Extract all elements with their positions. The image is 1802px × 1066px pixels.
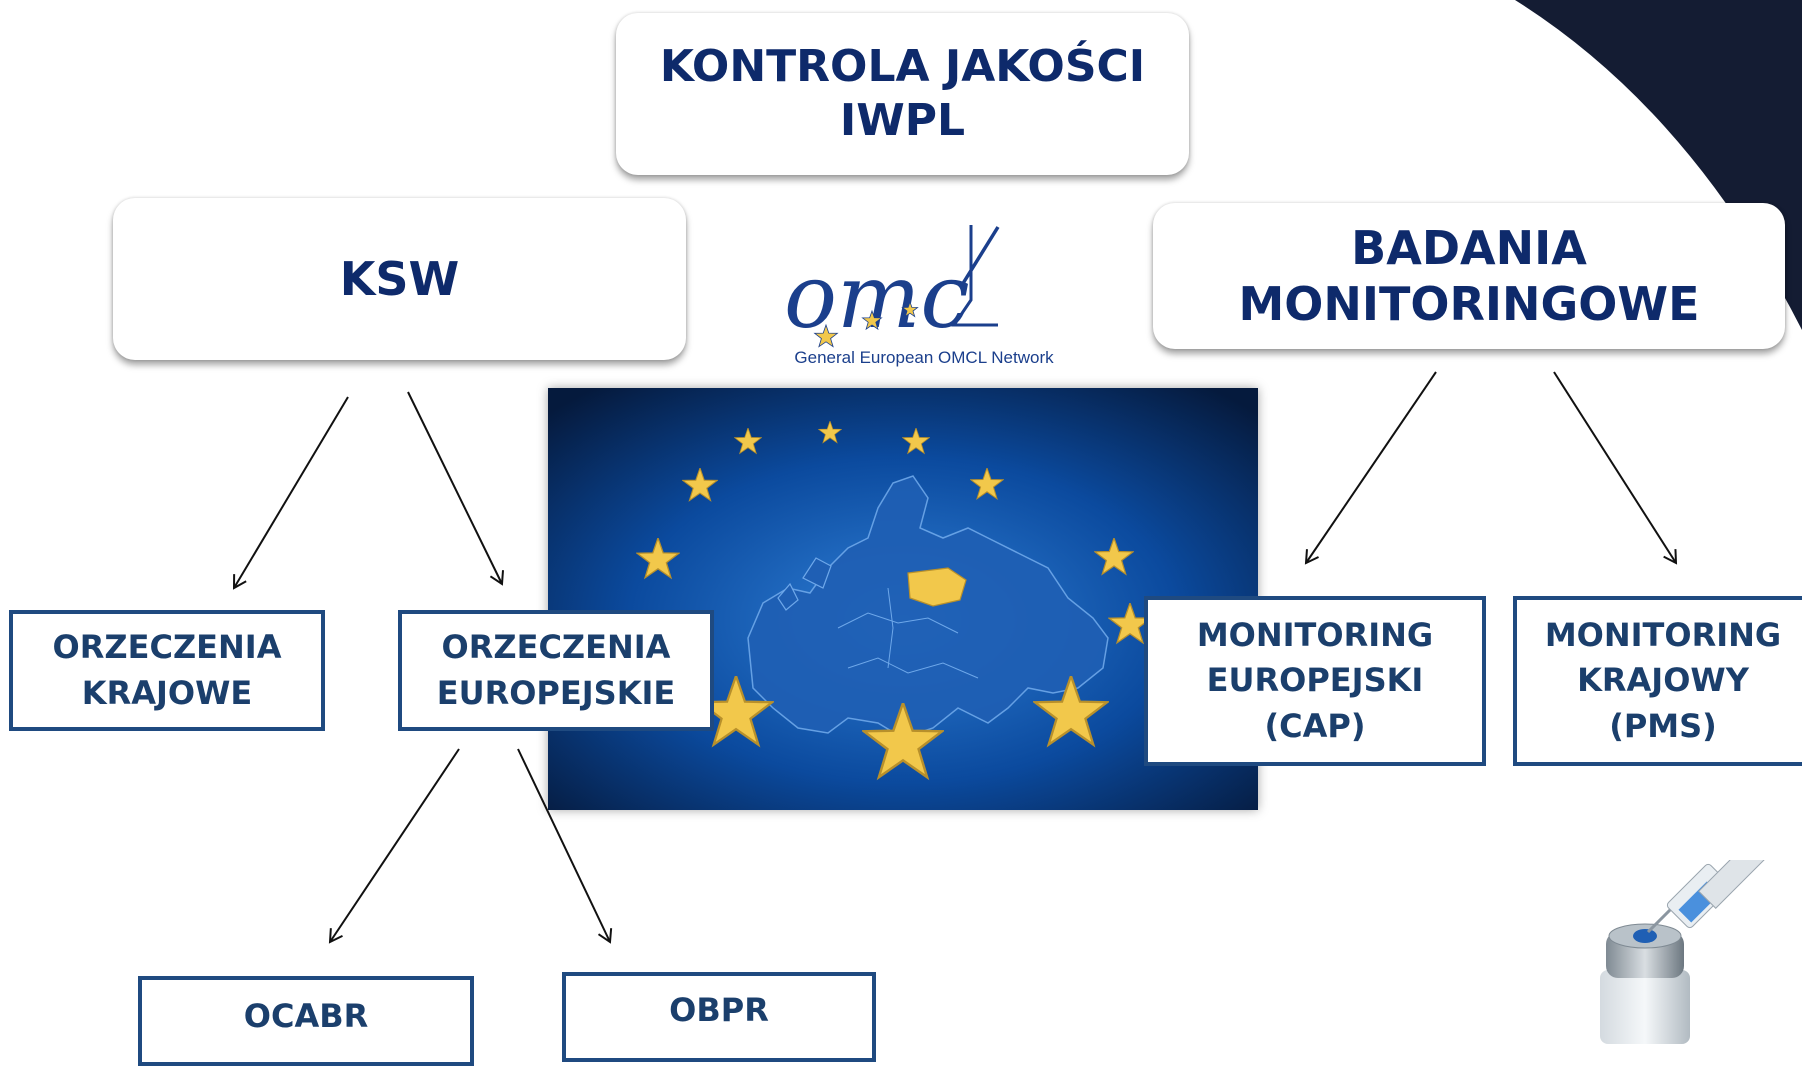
node-monitoring-krajowy: MONITORING KRAJOWY (PMS) — [1513, 596, 1802, 766]
eu-map-image — [548, 388, 1258, 810]
corner-decoration — [1515, 0, 1802, 330]
node-orzeczenia-europejskie: ORZECZENIA EUROPEJSKIE — [398, 610, 714, 731]
node-monitoring-europejski: MONITORING EUROPEJSKI (CAP) — [1144, 596, 1486, 766]
badania-label: BADANIA MONITORINGOWE — [1238, 220, 1700, 331]
node-obpr-label: OBPR — [669, 991, 769, 1029]
node-orzeczenia-europejskie-label: ORZECZENIA EUROPEJSKIE — [436, 628, 676, 712]
ksw-box: KSW — [113, 198, 686, 360]
syringe-vial-image — [1600, 860, 1766, 1044]
omcl-logo: omc — [784, 225, 1000, 348]
title-label: KONTROLA JAKOŚCI IWPL — [659, 41, 1146, 146]
title-box: KONTROLA JAKOŚCI IWPL — [616, 13, 1189, 175]
ksw-label: KSW — [339, 251, 460, 306]
node-monitoring-krajowy-label: MONITORING KRAJOWY (PMS) — [1544, 615, 1782, 745]
node-orzeczenia-krajowe: ORZECZENIA KRAJOWE — [9, 610, 325, 731]
node-ocabr: OCABR — [138, 976, 474, 1066]
node-monitoring-europejski-label: MONITORING EUROPEJSKI (CAP) — [1196, 615, 1434, 745]
node-orzeczenia-krajowe-label: ORZECZENIA KRAJOWE — [52, 628, 282, 712]
node-ocabr-label: OCABR — [243, 997, 369, 1035]
svg-text:omc: omc — [784, 245, 970, 348]
node-obpr: OBPR — [562, 972, 876, 1062]
badania-box: BADANIA MONITORINGOWE — [1153, 203, 1785, 349]
omcl-caption: General European OMCL Network — [794, 348, 1054, 367]
